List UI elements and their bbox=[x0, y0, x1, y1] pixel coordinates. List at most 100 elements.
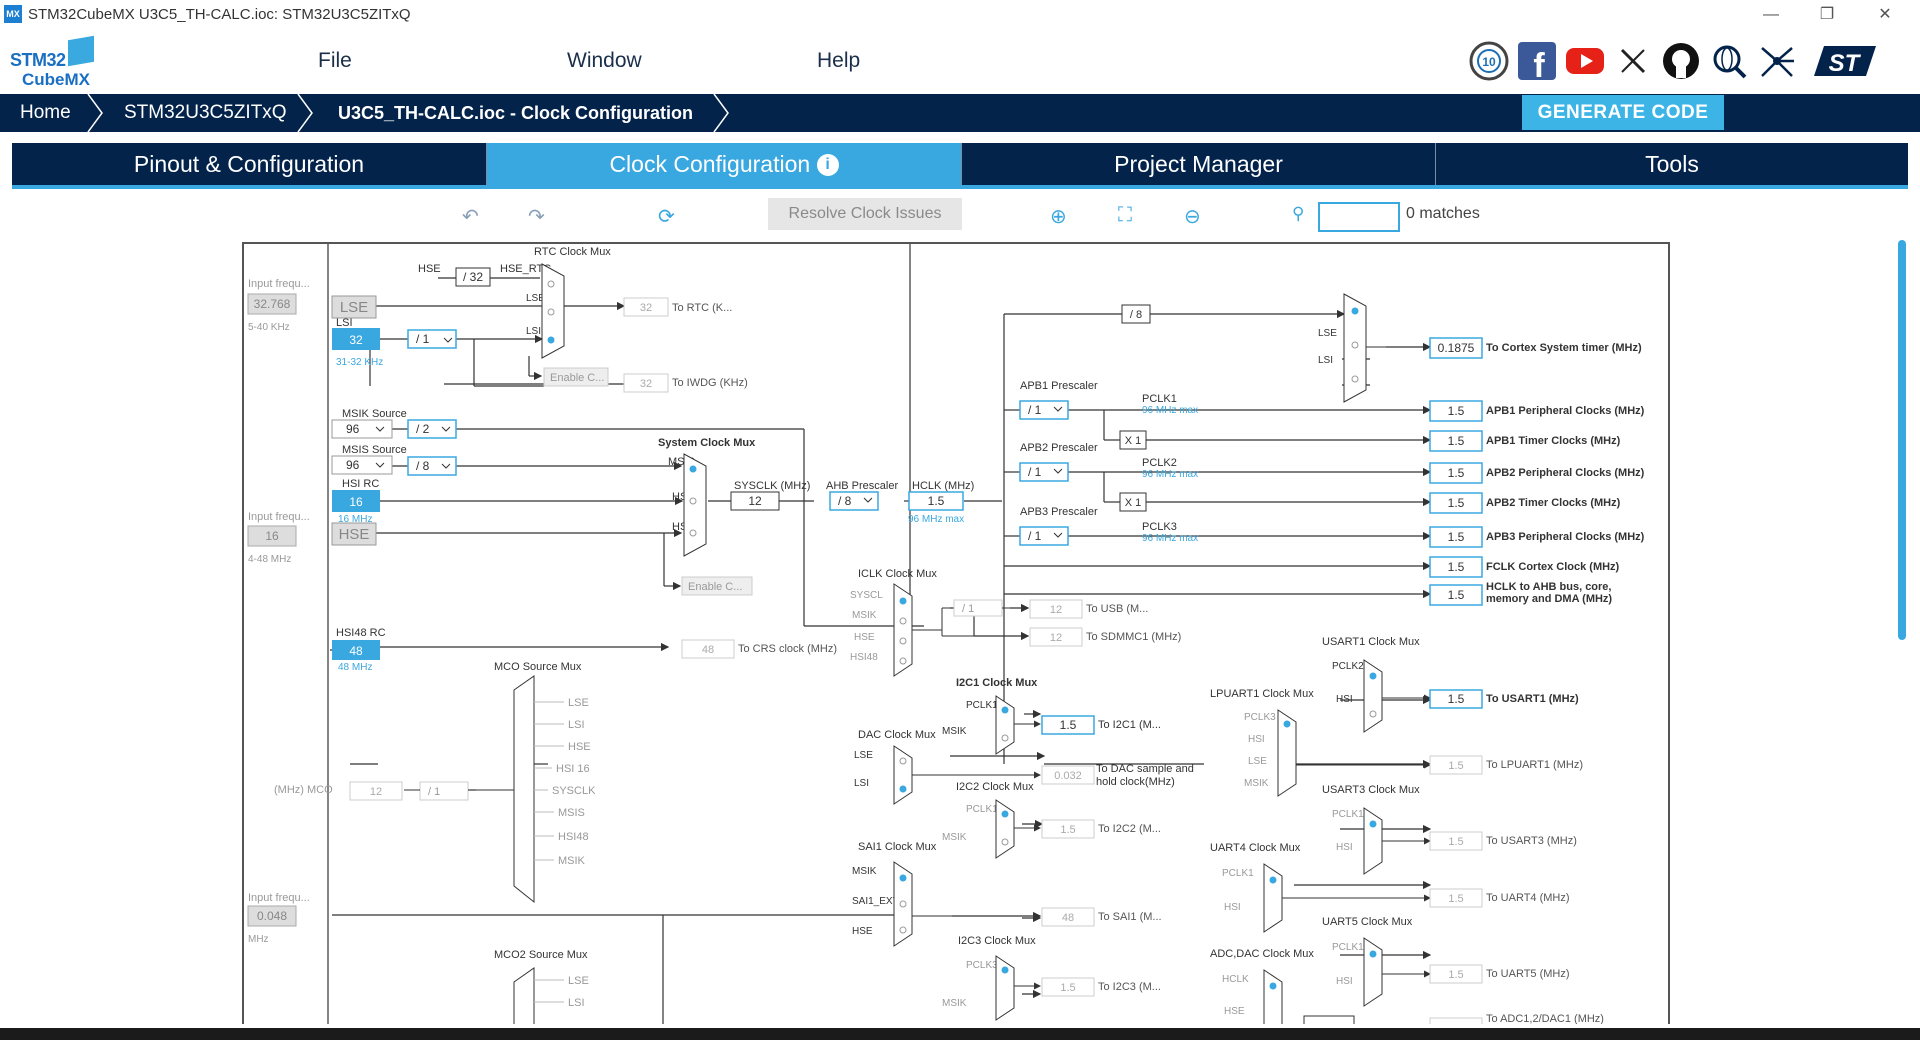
i2c1-out-field[interactable] bbox=[1041, 715, 1095, 735]
apb2-timer-field[interactable] bbox=[1429, 492, 1483, 514]
i2c3-mux[interactable] bbox=[995, 955, 1015, 1021]
cortex-radio-hclk[interactable] bbox=[1351, 307, 1359, 315]
uart4-radio-pclk[interactable] bbox=[1269, 876, 1277, 884]
undo-icon[interactable]: ↶ bbox=[462, 206, 479, 228]
fit-screen-icon[interactable]: ⛶ bbox=[1118, 204, 1132, 226]
github-icon[interactable] bbox=[1660, 40, 1702, 82]
uart5-radio-pclk[interactable] bbox=[1369, 950, 1377, 958]
x-twitter-icon[interactable] bbox=[1612, 40, 1654, 82]
resolve-clock-issues-button[interactable]: Resolve Clock Issues bbox=[768, 198, 962, 230]
adc-dac-mux[interactable] bbox=[1263, 969, 1283, 1024]
mco-source-mux[interactable] bbox=[513, 675, 535, 904]
cortex-radio-lsi[interactable] bbox=[1351, 375, 1359, 383]
iclk-radio-sysclk[interactable] bbox=[899, 597, 907, 605]
msis-div-select[interactable] bbox=[407, 456, 457, 476]
generate-code-button[interactable]: GENERATE CODE bbox=[1522, 95, 1724, 130]
anniversary-badge-icon[interactable]: 10 bbox=[1468, 40, 1510, 82]
iclk-radio-hse[interactable] bbox=[899, 637, 907, 645]
ahb-div-select[interactable] bbox=[829, 491, 879, 511]
usart1-radio-hsi[interactable] bbox=[1369, 710, 1377, 718]
minimize-icon[interactable]: — bbox=[1763, 6, 1779, 23]
apb3-div-select[interactable] bbox=[1019, 526, 1069, 546]
i2c2-mux[interactable] bbox=[995, 799, 1015, 859]
system-clock-mux[interactable] bbox=[683, 453, 707, 557]
usart1-out-field[interactable] bbox=[1429, 689, 1483, 709]
apb1-periph-field[interactable] bbox=[1429, 400, 1483, 422]
apb1-div-select[interactable] bbox=[1019, 400, 1069, 420]
dac-radio-lsi[interactable] bbox=[899, 785, 907, 793]
web-search-icon[interactable] bbox=[1708, 40, 1750, 82]
lse2-freq-field[interactable] bbox=[247, 905, 297, 927]
hclk-ahb-field[interactable] bbox=[1429, 584, 1483, 606]
rtc-mux[interactable] bbox=[541, 263, 565, 359]
msik-div-select[interactable] bbox=[407, 419, 457, 439]
usart3-mux[interactable] bbox=[1363, 807, 1383, 875]
i2c2-radio-pclk[interactable] bbox=[1001, 810, 1009, 818]
dac-radio-lse[interactable] bbox=[899, 757, 907, 765]
restore-icon[interactable]: ❐ bbox=[1819, 6, 1835, 23]
lse-freq-field[interactable] bbox=[247, 293, 297, 315]
lpuart1-radio-pclk[interactable] bbox=[1283, 720, 1291, 728]
i2c1-radio-msik[interactable] bbox=[1001, 734, 1009, 742]
i2c1-radio-pclk[interactable] bbox=[1001, 706, 1009, 714]
redo-icon[interactable]: ↷ bbox=[528, 206, 545, 228]
mco2-source-mux[interactable] bbox=[513, 967, 535, 1024]
close-icon[interactable]: ✕ bbox=[1878, 6, 1892, 23]
lse-block[interactable] bbox=[331, 295, 377, 319]
zoom-out-icon[interactable]: ⊖ bbox=[1184, 206, 1201, 228]
rtc-radio-lsi[interactable] bbox=[547, 336, 555, 344]
usart1-mux[interactable] bbox=[1363, 659, 1383, 733]
menu-window[interactable]: Window bbox=[567, 49, 642, 72]
rtc-radio-lse[interactable] bbox=[547, 308, 555, 316]
sai1-mux[interactable] bbox=[893, 861, 913, 947]
iclk-mux[interactable] bbox=[893, 583, 913, 677]
sysclk-field[interactable] bbox=[730, 491, 780, 511]
tab-pinout[interactable]: Pinout & Configuration bbox=[12, 143, 487, 185]
search-input[interactable] bbox=[1318, 202, 1400, 232]
info-icon[interactable]: i bbox=[816, 154, 839, 176]
i2c1-mux[interactable] bbox=[995, 695, 1015, 755]
sysmux-radio-hse[interactable] bbox=[689, 529, 697, 537]
youtube-icon[interactable] bbox=[1564, 40, 1606, 82]
sai1-radio-hse[interactable] bbox=[899, 926, 907, 934]
st-logo-icon[interactable]: ST bbox=[1804, 40, 1880, 82]
adc-div-field[interactable] bbox=[1303, 1015, 1355, 1024]
msik-source-select[interactable] bbox=[331, 419, 393, 439]
hsirc-block[interactable] bbox=[332, 490, 380, 512]
usart1-radio-pclk[interactable] bbox=[1369, 672, 1377, 680]
facebook-icon[interactable]: f bbox=[1516, 40, 1558, 85]
apb2-periph-field[interactable] bbox=[1429, 462, 1483, 484]
lsi-div-select[interactable] bbox=[407, 329, 457, 349]
vertical-scrollbar-thumb[interactable] bbox=[1898, 240, 1906, 640]
cortex-radio-lse[interactable] bbox=[1351, 341, 1359, 349]
fclk-field[interactable] bbox=[1429, 556, 1483, 578]
breadcrumb-home[interactable]: Home bbox=[20, 102, 71, 123]
sai1-radio-ext[interactable] bbox=[899, 900, 907, 908]
rtc-enable-button[interactable] bbox=[543, 367, 609, 387]
uart5-mux[interactable] bbox=[1363, 937, 1383, 1007]
i2c2-radio-msik[interactable] bbox=[1001, 838, 1009, 846]
dac-mux[interactable] bbox=[893, 745, 913, 805]
msis-source-select[interactable] bbox=[331, 455, 393, 475]
iclk-radio-msik[interactable] bbox=[899, 617, 907, 625]
iclk-radio-hsi48[interactable] bbox=[899, 657, 907, 665]
breadcrumb-device[interactable]: STM32U3C5ZITxQ bbox=[124, 102, 287, 123]
hsi48-block[interactable] bbox=[332, 640, 380, 660]
cortex-out-field[interactable] bbox=[1429, 337, 1483, 359]
rtc-radio-hse[interactable] bbox=[547, 280, 555, 288]
sysmux-enable-button[interactable] bbox=[681, 576, 753, 596]
tab-clock[interactable]: Clock Configuration i bbox=[487, 143, 962, 185]
i2c3-radio-pclk[interactable] bbox=[1001, 966, 1009, 974]
adc-radio-hclk[interactable] bbox=[1269, 982, 1277, 990]
menu-file[interactable]: File bbox=[318, 49, 352, 72]
lsi-block[interactable] bbox=[332, 328, 380, 350]
sai1-radio-msik[interactable] bbox=[899, 874, 907, 882]
hse-block[interactable] bbox=[331, 522, 377, 546]
apb3-periph-field[interactable] bbox=[1429, 526, 1483, 548]
usart3-radio-pclk[interactable] bbox=[1369, 820, 1377, 828]
reset-icon[interactable]: ⟳ bbox=[658, 206, 675, 228]
network-icon[interactable] bbox=[1756, 40, 1798, 82]
zoom-in-icon[interactable]: ⊕ bbox=[1050, 206, 1067, 228]
tab-tools[interactable]: Tools bbox=[1436, 143, 1908, 185]
sysmux-radio-hsi[interactable] bbox=[689, 497, 697, 505]
